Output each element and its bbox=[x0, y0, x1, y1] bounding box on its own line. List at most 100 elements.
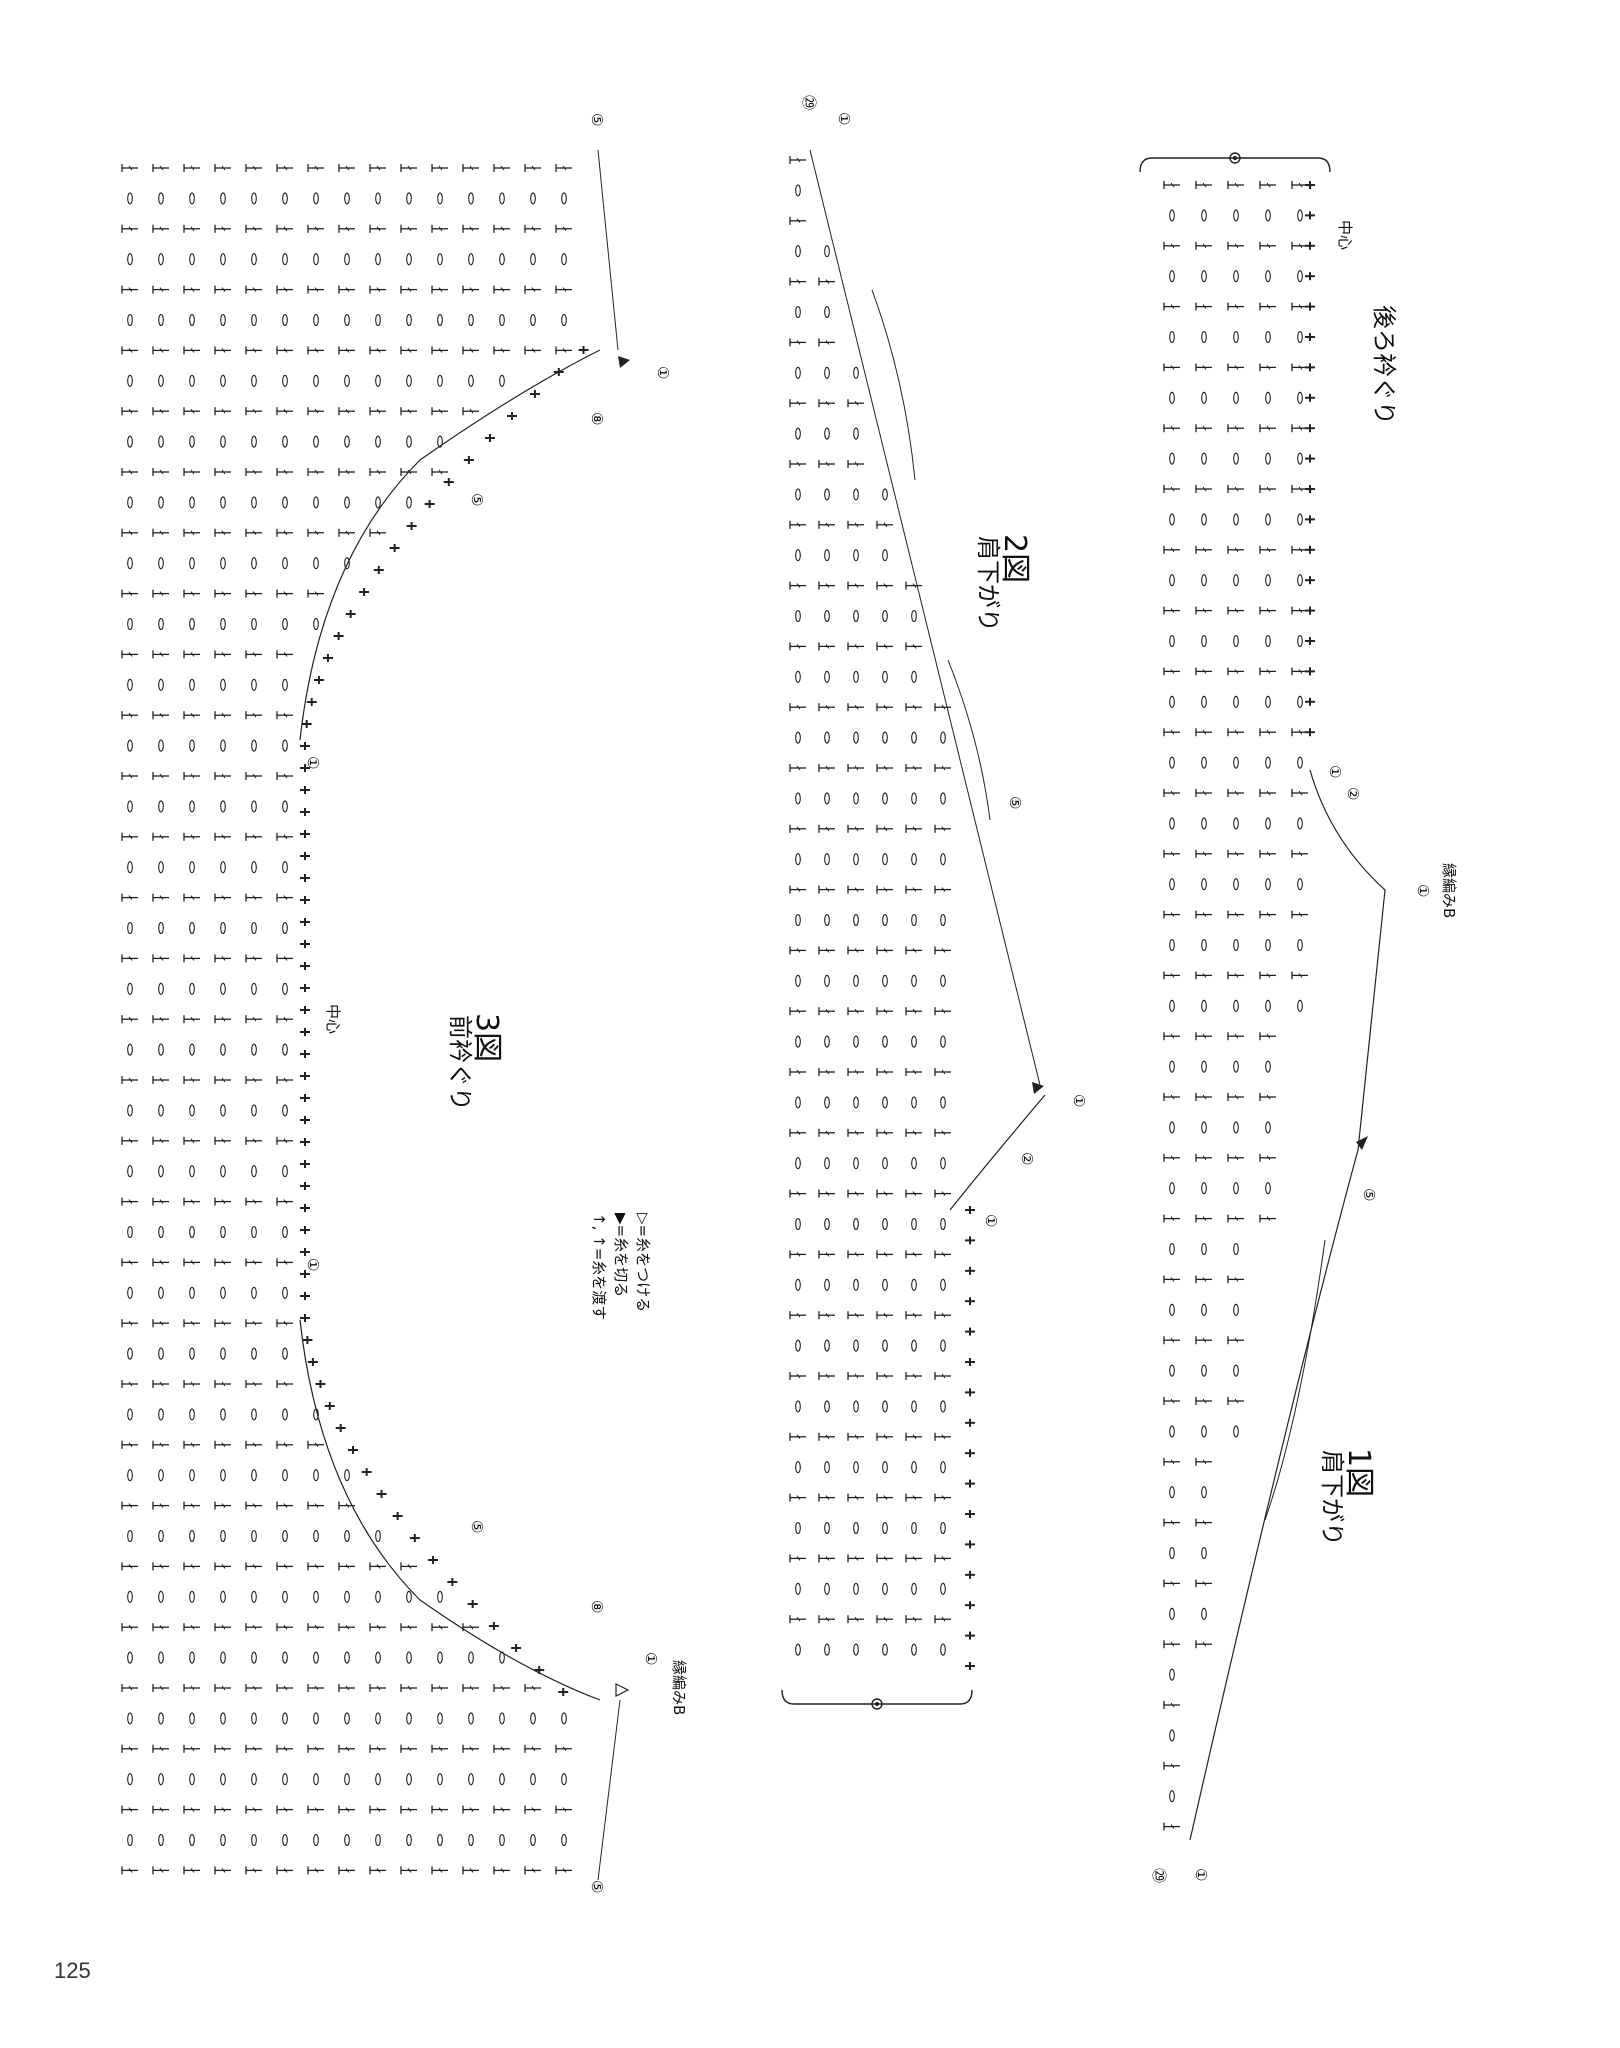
stitch-mark bbox=[1170, 669, 1175, 674]
stitch-mark bbox=[190, 530, 195, 536]
stitch-mark bbox=[500, 226, 505, 232]
stitch-mark bbox=[251, 1347, 257, 1360]
stitch-mark bbox=[796, 340, 801, 345]
stitch-mark bbox=[1202, 1033, 1207, 1039]
stitch-mark bbox=[562, 1807, 567, 1812]
stitch-mark bbox=[128, 834, 133, 840]
stitch-mark bbox=[499, 374, 505, 387]
stitch-mark bbox=[1169, 513, 1175, 526]
stitch-mark bbox=[796, 826, 801, 832]
stitch-mark bbox=[1298, 851, 1303, 857]
stitch-mark bbox=[1234, 182, 1239, 188]
cut-marker-fig3 bbox=[618, 356, 630, 368]
stitch-mark bbox=[1298, 365, 1303, 370]
stitch-mark bbox=[825, 1252, 830, 1257]
stitch-mark bbox=[190, 591, 195, 596]
stitch-mark bbox=[1170, 1033, 1175, 1039]
stitch-mark bbox=[345, 1807, 350, 1812]
stitch-mark bbox=[282, 982, 288, 995]
stitch-mark bbox=[500, 348, 505, 353]
stitch-mark bbox=[530, 192, 536, 205]
stitch-mark bbox=[252, 469, 257, 475]
stitch-mark bbox=[375, 1773, 381, 1786]
stitch-mark bbox=[251, 1651, 257, 1664]
fig1-back-neck-label: 後ろ衿ぐり bbox=[1370, 305, 1398, 425]
stitch-mark bbox=[251, 496, 257, 509]
stitch-mark bbox=[940, 1339, 946, 1352]
stitch-mark bbox=[1297, 391, 1303, 404]
chart-fig3-grid bbox=[121, 149, 621, 1881]
stitch-mark bbox=[283, 1199, 288, 1204]
stitch-mark bbox=[190, 1624, 195, 1630]
fig1-top-dot-inner bbox=[1233, 156, 1237, 160]
stitch-mark bbox=[1169, 756, 1175, 769]
stitch-mark bbox=[251, 1712, 257, 1725]
stitch-mark bbox=[158, 1590, 164, 1603]
stitch-mark bbox=[438, 226, 443, 232]
stitch-mark bbox=[1234, 425, 1239, 431]
stitch-mark bbox=[220, 313, 226, 327]
stitch-mark bbox=[1170, 1094, 1175, 1100]
stitch-mark bbox=[825, 400, 830, 406]
stitch-mark bbox=[531, 165, 536, 171]
stitch-mark bbox=[562, 165, 567, 171]
legend-carry-text: =糸を渡す bbox=[590, 1247, 608, 1321]
stitch-mark bbox=[159, 1016, 164, 1022]
stitch-mark bbox=[128, 591, 133, 596]
stitch-mark bbox=[796, 279, 801, 284]
stitch-mark bbox=[1234, 729, 1239, 735]
stitch-mark bbox=[796, 1495, 801, 1500]
stitch-mark bbox=[344, 313, 350, 327]
stitch-mark bbox=[911, 1278, 917, 1291]
stitch-mark bbox=[825, 1373, 830, 1379]
stitch-mark bbox=[375, 1833, 381, 1847]
stitch-mark bbox=[376, 1564, 381, 1569]
stitch-mark bbox=[940, 1096, 946, 1109]
stitch-mark bbox=[1201, 209, 1207, 222]
stitch-mark bbox=[882, 731, 888, 744]
stitch-mark bbox=[824, 305, 830, 319]
stitch-mark bbox=[1265, 391, 1271, 404]
stitch-mark bbox=[1266, 669, 1271, 674]
stitch-mark bbox=[911, 609, 917, 623]
stitch-mark bbox=[1297, 574, 1303, 587]
stitch-mark bbox=[853, 1217, 859, 1231]
stitch-mark bbox=[824, 1278, 830, 1291]
stitch-mark bbox=[500, 165, 505, 171]
stitch-mark bbox=[941, 1312, 946, 1318]
stitch-mark bbox=[407, 408, 412, 414]
stitch-mark bbox=[313, 1469, 319, 1482]
stitch-mark bbox=[1298, 790, 1303, 796]
stitch-mark bbox=[345, 165, 350, 171]
stitch-mark bbox=[854, 522, 859, 528]
stitch-mark bbox=[190, 1685, 195, 1691]
stitch-mark bbox=[251, 557, 257, 570]
stitch-mark bbox=[189, 1408, 195, 1421]
stitch-mark bbox=[251, 1408, 257, 1421]
stitch-mark bbox=[345, 1624, 350, 1630]
stitch-mark bbox=[796, 400, 801, 406]
stitch-mark bbox=[854, 1556, 859, 1561]
stitch-mark bbox=[824, 1035, 830, 1048]
stitch-mark bbox=[468, 1833, 474, 1847]
stitch-mark bbox=[127, 435, 133, 448]
stitch-mark bbox=[282, 1225, 288, 1239]
stitch-mark bbox=[158, 496, 164, 509]
legend-carry: ↑, ↑=糸を渡す bbox=[589, 1213, 610, 1320]
fig3-marker-r5-top: ⑤ bbox=[588, 113, 606, 127]
stitch-mark bbox=[438, 165, 443, 171]
stitch-mark bbox=[1201, 513, 1207, 526]
stitch-mark bbox=[1234, 1033, 1239, 1039]
stitch-mark bbox=[128, 1199, 133, 1204]
stitch-mark bbox=[189, 982, 195, 995]
stitch-mark bbox=[1170, 790, 1175, 796]
stitch-mark bbox=[437, 1833, 443, 1847]
stitch-mark bbox=[469, 348, 474, 353]
stitch-mark bbox=[159, 165, 164, 171]
stitch-mark bbox=[853, 1096, 859, 1109]
stitch-mark bbox=[882, 1400, 888, 1413]
stitch-mark bbox=[824, 913, 830, 927]
stitch-mark bbox=[189, 617, 195, 631]
stitch-mark bbox=[127, 1347, 133, 1360]
stitch-mark bbox=[438, 1807, 443, 1812]
